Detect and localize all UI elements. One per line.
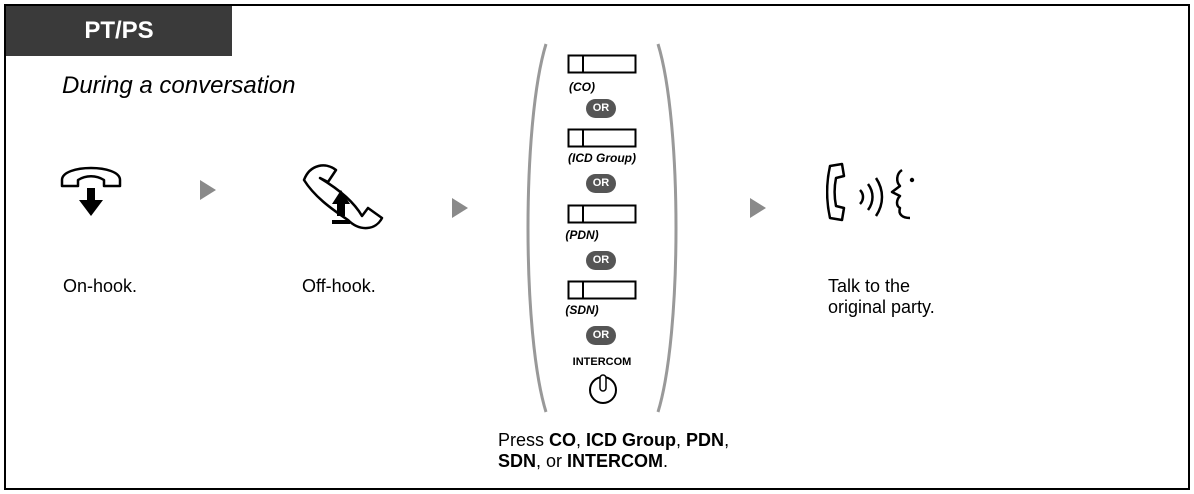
talk-icon <box>826 162 915 222</box>
intercom-key <box>589 374 617 404</box>
device-tab-label: PT/PS <box>84 17 154 44</box>
co-key-label: (CO) <box>569 80 595 94</box>
or-badge-3: OR <box>586 251 616 270</box>
subtitle: During a conversation <box>62 72 296 99</box>
left-parenthesis <box>526 43 548 413</box>
pdn-key <box>567 204 637 224</box>
icd-group-key <box>567 128 637 148</box>
pdn-key-label: (PDN) <box>565 228 599 242</box>
or-badge-4: OR <box>586 326 616 345</box>
sdn-key-label: (SDN) <box>565 303 599 317</box>
or-badge-1: OR <box>586 99 616 118</box>
off-hook-caption: Off-hook. <box>302 276 376 296</box>
on-hook-icon <box>60 166 122 216</box>
step-arrow-3 <box>750 198 766 218</box>
icd-group-key-label: (ICD Group) <box>568 151 636 165</box>
sdn-key <box>567 280 637 300</box>
diagram-frame <box>4 4 1190 490</box>
off-hook-icon <box>302 164 384 230</box>
intercom-key-label: INTERCOM <box>572 356 632 368</box>
device-tab: PT/PS <box>6 6 232 56</box>
step-arrow-1 <box>200 180 216 200</box>
or-badge-2: OR <box>586 174 616 193</box>
press-key-caption: Press CO, ICD Group, PDN,SDN, or INTERCO… <box>498 430 730 471</box>
step-arrow-2 <box>452 198 468 218</box>
co-key <box>567 54 637 74</box>
on-hook-caption: On-hook. <box>63 276 138 296</box>
right-parenthesis <box>656 43 678 413</box>
